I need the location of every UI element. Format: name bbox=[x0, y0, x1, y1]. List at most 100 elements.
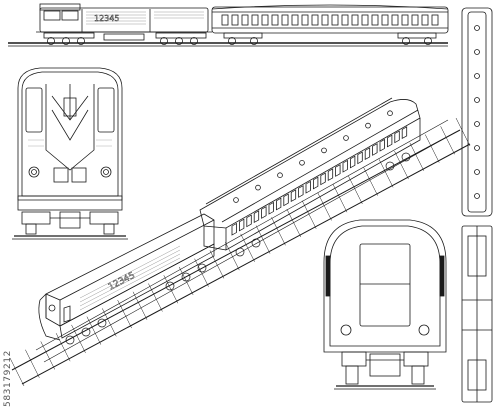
track-sleeper bbox=[394, 150, 409, 180]
plan-roof-vent bbox=[474, 169, 480, 175]
isometric-coach-window bbox=[386, 134, 393, 148]
isometric-coach-window bbox=[357, 151, 363, 165]
track-sleeper bbox=[425, 134, 440, 163]
track-sleeper bbox=[117, 299, 132, 329]
side-coach-window bbox=[411, 14, 419, 26]
side-coach-window bbox=[241, 14, 249, 26]
track-sleeper bbox=[71, 324, 86, 354]
track-sleeper bbox=[9, 357, 25, 387]
side-coach-window bbox=[221, 14, 229, 26]
roof-vent bbox=[365, 122, 371, 129]
isometric-coach-window bbox=[261, 206, 267, 219]
side-coach bbox=[211, 4, 449, 45]
track-sleeper bbox=[348, 175, 363, 205]
plan-roof-vent bbox=[474, 49, 480, 55]
track-sleeper bbox=[363, 167, 378, 196]
isometric-coach-window bbox=[283, 193, 289, 207]
track-sleeper bbox=[271, 217, 286, 246]
side-locomotive-number: 12345 bbox=[94, 14, 119, 23]
side-coach-window bbox=[251, 14, 259, 26]
coach-end-view bbox=[323, 219, 447, 390]
track-sleeper bbox=[409, 142, 425, 171]
roof-vent bbox=[233, 197, 239, 203]
track-sleeper bbox=[148, 283, 163, 312]
track-sleeper bbox=[163, 275, 179, 304]
side-locomotive-wheels bbox=[43, 32, 207, 45]
isometric-coach-window bbox=[349, 155, 356, 169]
roof-vent bbox=[343, 135, 349, 141]
isometric-locomotive: 12345 bbox=[38, 213, 215, 345]
plan-roof-vent bbox=[474, 145, 480, 151]
isometric-coach-window bbox=[268, 201, 274, 215]
roof-vent bbox=[321, 147, 327, 154]
isometric-coach-window bbox=[372, 143, 378, 156]
isometric-track bbox=[9, 117, 471, 387]
track-sleeper bbox=[255, 225, 271, 254]
track-sleeper bbox=[132, 291, 148, 320]
isometric-coach-window bbox=[327, 168, 334, 182]
side-coach-window bbox=[311, 14, 319, 26]
isometric-coach-window bbox=[290, 189, 297, 203]
track-sleeper bbox=[332, 184, 348, 213]
track-sleeper bbox=[209, 250, 225, 279]
isometric-locomotive-number: 12345 bbox=[107, 271, 137, 293]
track-sleeper bbox=[301, 200, 317, 229]
side-elevation-view: 12345 bbox=[8, 3, 449, 47]
plan-roof-vent bbox=[474, 25, 480, 31]
isometric-coach-window bbox=[394, 130, 400, 144]
isometric-coach-window bbox=[312, 176, 319, 190]
side-coach-window bbox=[261, 14, 269, 26]
isometric-coach-window bbox=[246, 214, 252, 228]
side-coach-window bbox=[321, 14, 329, 26]
side-coach-window bbox=[361, 14, 369, 26]
plan-roof-vent bbox=[474, 73, 480, 79]
side-coach-window bbox=[291, 14, 299, 26]
isometric-coach-window bbox=[231, 222, 237, 236]
track-sleeper bbox=[25, 349, 40, 378]
isometric-coach-window bbox=[253, 210, 260, 224]
isometric-coach-window bbox=[364, 147, 371, 161]
side-coach-window bbox=[331, 14, 339, 26]
isometric-coach-window bbox=[379, 138, 385, 152]
plan-roof-vent bbox=[474, 193, 480, 199]
side-coach-window bbox=[401, 14, 409, 26]
side-coach-window bbox=[421, 14, 429, 26]
track-sleeper bbox=[378, 159, 394, 188]
plan-roof-vent bbox=[474, 121, 480, 127]
isometric-coach bbox=[199, 97, 421, 257]
roof-vent bbox=[277, 172, 283, 179]
side-coach-window bbox=[301, 14, 309, 26]
locomotive-front-view bbox=[12, 67, 128, 240]
track-sleeper bbox=[102, 308, 117, 337]
isometric-coach-window bbox=[320, 172, 326, 186]
isometric-coach-window bbox=[335, 164, 341, 177]
side-coach-window bbox=[371, 14, 379, 26]
isometric-view: 12345 bbox=[9, 97, 471, 387]
side-coach-window bbox=[351, 14, 359, 26]
side-locomotive: 12345 bbox=[36, 3, 212, 45]
track-sleeper bbox=[440, 126, 455, 155]
track-sleeper bbox=[86, 316, 102, 345]
side-coach-window bbox=[341, 14, 349, 26]
track-sleeper bbox=[55, 333, 71, 362]
roof-vent bbox=[387, 110, 393, 116]
plan-roof-vent bbox=[474, 97, 480, 103]
side-coach-window bbox=[231, 14, 239, 26]
track-sleeper bbox=[240, 233, 255, 262]
track-sleeper bbox=[40, 341, 55, 370]
isometric-coach-window bbox=[238, 218, 245, 232]
side-coach-window bbox=[391, 14, 399, 26]
roof-vent bbox=[299, 160, 305, 166]
side-rail bbox=[8, 42, 448, 47]
side-coach-window bbox=[271, 14, 279, 26]
isometric-coach-window bbox=[305, 180, 311, 194]
side-coach-window bbox=[431, 14, 439, 26]
isometric-coach-window bbox=[401, 126, 408, 140]
isometric-coach-window bbox=[275, 197, 282, 211]
isometric-coach-window bbox=[342, 159, 348, 173]
track-sleeper bbox=[286, 208, 302, 238]
isometric-coach-window bbox=[298, 185, 304, 198]
track-sleeper bbox=[194, 258, 209, 287]
roof-vent bbox=[255, 184, 261, 191]
